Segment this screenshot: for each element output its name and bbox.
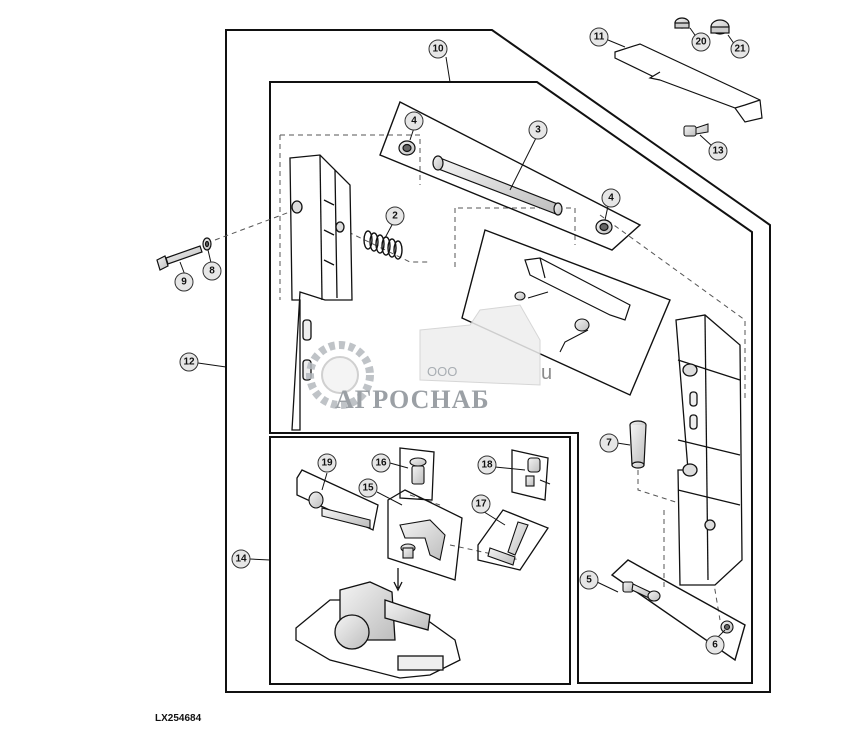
callout-8 bbox=[202, 261, 222, 281]
callout-label: 11 bbox=[594, 32, 605, 43]
callout-5 bbox=[579, 570, 599, 590]
callout-16 bbox=[371, 453, 391, 473]
ball-hitch bbox=[295, 581, 461, 679]
callout-label: 5 bbox=[586, 575, 592, 586]
part-16 bbox=[409, 457, 427, 485]
callout-label: 21 bbox=[734, 44, 746, 55]
box-16 bbox=[399, 447, 435, 501]
callout-label: 16 bbox=[375, 458, 387, 469]
bolt-5 bbox=[622, 581, 661, 602]
callout-9 bbox=[174, 272, 194, 292]
callout-label: 13 bbox=[712, 146, 724, 157]
box-3 bbox=[379, 101, 642, 251]
callout-21 bbox=[730, 39, 750, 59]
callout-label: 9 bbox=[181, 277, 187, 288]
nut-6 bbox=[720, 620, 734, 634]
callout-4a bbox=[404, 111, 424, 131]
callout-label: 17 bbox=[475, 499, 487, 510]
callout-label: 4 bbox=[608, 193, 614, 204]
frame-10 bbox=[269, 81, 753, 684]
callout-18 bbox=[477, 455, 497, 475]
part-15 bbox=[399, 519, 446, 561]
callout-label: 6 bbox=[712, 640, 718, 651]
pin-7 bbox=[629, 420, 647, 469]
callout-19 bbox=[317, 453, 337, 473]
outer-frame bbox=[225, 29, 771, 693]
callout-label: 20 bbox=[695, 37, 707, 48]
callout-label: 14 bbox=[235, 554, 247, 565]
box-5 bbox=[610, 559, 746, 662]
box-17 bbox=[477, 509, 549, 571]
callout-label: 7 bbox=[606, 438, 612, 449]
callout-label: 12 bbox=[183, 357, 195, 368]
part-19 bbox=[308, 491, 371, 529]
callout-label: 19 bbox=[321, 458, 333, 469]
callout-labels: 10 11 20 21 13 4 3 4 2 8 9 12 7 19 16 18… bbox=[181, 32, 746, 651]
drawing-reference-code: LX254684 bbox=[155, 713, 202, 724]
callout-label: 18 bbox=[481, 460, 493, 471]
box-19 bbox=[296, 469, 379, 531]
spring-2 bbox=[363, 230, 403, 260]
bolt-9 bbox=[156, 245, 203, 271]
pin-3 bbox=[432, 155, 563, 216]
callout-2 bbox=[385, 206, 405, 226]
box-15 bbox=[387, 489, 463, 581]
callout-label: 4 bbox=[411, 116, 417, 127]
screw-13 bbox=[683, 123, 709, 137]
spring-clip bbox=[514, 291, 590, 353]
callout-14 bbox=[231, 549, 251, 569]
callout-6 bbox=[705, 635, 725, 655]
callouts bbox=[174, 27, 750, 655]
callout-3 bbox=[528, 120, 548, 140]
watermark-brand: АГРОСНАБ bbox=[335, 385, 490, 414]
washer-8 bbox=[202, 237, 212, 251]
part-17 bbox=[487, 521, 529, 566]
assembly-dashed-lines bbox=[214, 134, 746, 621]
callout-label: 3 bbox=[535, 125, 541, 136]
callout-15 bbox=[358, 478, 378, 498]
callout-label: 2 bbox=[392, 211, 398, 222]
caps-20-21 bbox=[674, 17, 730, 35]
frame-14 bbox=[269, 436, 571, 685]
cover-plate-11 bbox=[614, 43, 763, 123]
callout-10 bbox=[428, 39, 448, 59]
callout-17 bbox=[471, 494, 491, 514]
callout-4b bbox=[601, 188, 621, 208]
bushing-4 bbox=[398, 140, 613, 235]
watermark: ООО АГРОСНАБ u bbox=[306, 304, 552, 414]
clip-bracket bbox=[524, 257, 631, 321]
watermark-company: ООО bbox=[427, 364, 457, 379]
right-bracket bbox=[675, 314, 743, 586]
watermark-fragment: u bbox=[541, 362, 552, 384]
callout-13 bbox=[708, 141, 728, 161]
arrow-down bbox=[393, 568, 403, 592]
callout-label: 8 bbox=[209, 266, 215, 277]
callout-12 bbox=[179, 352, 199, 372]
callout-11 bbox=[589, 27, 609, 47]
callout-label: 15 bbox=[362, 483, 374, 494]
callout-label: 10 bbox=[432, 44, 444, 55]
callout-20 bbox=[691, 32, 711, 52]
box-18 bbox=[511, 449, 549, 501]
left-bracket bbox=[289, 154, 353, 431]
inset-box bbox=[461, 229, 671, 396]
callout-7 bbox=[599, 433, 619, 453]
part-18 bbox=[525, 457, 551, 487]
